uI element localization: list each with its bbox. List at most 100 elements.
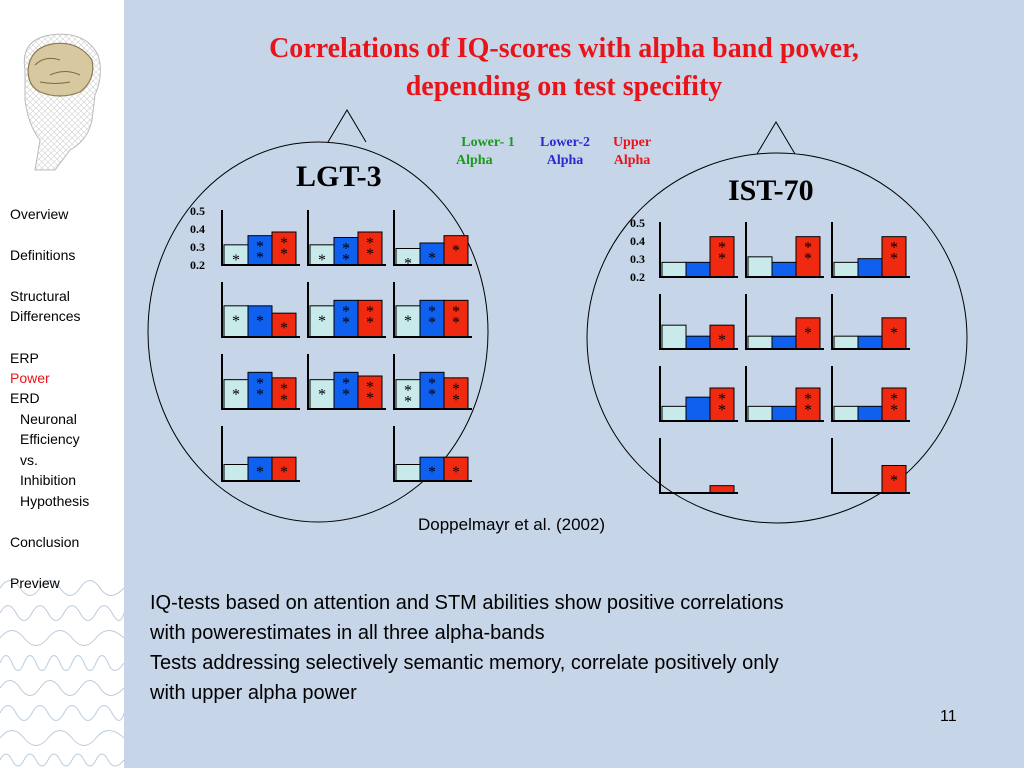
- significance-star: *: [366, 235, 374, 252]
- bar-upper: [357, 375, 383, 410]
- nav-erp[interactable]: ERP: [10, 350, 39, 366]
- nav-definitions[interactable]: Definitions: [10, 247, 76, 263]
- bar-lower1: [223, 305, 249, 338]
- significance-star: *: [342, 252, 350, 269]
- bar-lower2: [419, 299, 445, 338]
- bar-upper: [881, 236, 907, 278]
- chart-panel: [659, 438, 738, 494]
- chart-panel: **: [221, 426, 300, 482]
- panel-axes: [393, 282, 472, 338]
- bar-upper: [795, 236, 821, 278]
- bar-lower2: [333, 237, 359, 266]
- chart-panel: ***: [221, 282, 300, 338]
- citation: Doppelmayr et al. (2002): [418, 515, 606, 534]
- panel-axes: [831, 366, 910, 422]
- panel-axes: [745, 366, 824, 422]
- bar-lower1: [223, 379, 249, 410]
- nav-hypothesis[interactable]: Hypothesis: [20, 493, 90, 509]
- legend-lower2-line1: Lower-2: [539, 135, 591, 150]
- significance-star: *: [452, 314, 460, 331]
- nav-preview[interactable]: Preview: [10, 575, 60, 591]
- panel-axes: [393, 354, 472, 410]
- panel-axes: [393, 426, 472, 482]
- body-line3: Tests addressing selectively semantic me…: [150, 652, 779, 674]
- legend-lower1: Lower- 1 Alpha: [452, 134, 524, 170]
- panel-axes: [221, 282, 300, 338]
- significance-star: *: [342, 386, 350, 403]
- significance-star: *: [280, 320, 288, 337]
- bar-lower1: [661, 405, 687, 422]
- significance-star: *: [452, 243, 460, 260]
- significance-star: *: [256, 313, 264, 330]
- nav-differences[interactable]: Differences: [10, 308, 81, 324]
- significance-star: *: [256, 250, 264, 267]
- chart-panel: *****: [307, 282, 386, 338]
- legend-lower1-line1: Lower- 1: [461, 135, 515, 150]
- bar-lower2: [247, 235, 273, 266]
- body-line1: IQ-tests based on attention and STM abil…: [150, 592, 784, 614]
- significance-star: *: [452, 464, 460, 481]
- significance-star: *: [342, 303, 350, 320]
- significance-star: *: [804, 391, 812, 408]
- chart-panel: **: [745, 366, 824, 422]
- nav-power[interactable]: Power: [10, 370, 50, 386]
- bar-lower2: [857, 405, 883, 422]
- chart-panel: **: [831, 222, 910, 278]
- panel-axes: [659, 222, 738, 278]
- legend-lower1-line2: Alpha: [456, 153, 493, 168]
- significance-star: *: [256, 239, 264, 256]
- nav-inhibition[interactable]: Inhibition: [20, 472, 77, 488]
- significance-star: *: [890, 473, 898, 490]
- significance-star: *: [428, 464, 436, 481]
- significance-star: *: [718, 251, 726, 268]
- bar-upper: [357, 231, 383, 266]
- significance-star: *: [718, 332, 726, 349]
- nav-overview[interactable]: Overview: [10, 206, 69, 222]
- panel-axes: [745, 294, 824, 350]
- chart-panel: ***: [393, 210, 472, 273]
- right-tick-03: 0.3: [630, 252, 645, 266]
- eeg-wave-decoration: [0, 580, 124, 767]
- significance-star: *: [452, 381, 460, 398]
- chart-panel: *****: [307, 354, 386, 410]
- nav-conclusion[interactable]: Conclusion: [10, 534, 80, 550]
- panel-axes: [659, 294, 738, 350]
- chart-panel: *: [745, 294, 824, 350]
- significance-star: *: [428, 386, 436, 403]
- bar-lower2: [857, 335, 883, 350]
- panel-axes: [831, 294, 910, 350]
- brain-head-logo: [23, 33, 101, 171]
- panel-axes: [307, 282, 386, 338]
- nav-erd[interactable]: ERD: [10, 390, 40, 406]
- bar-lower2: [247, 305, 273, 338]
- significance-star: *: [232, 387, 240, 404]
- significance-star: *: [890, 391, 898, 408]
- nav-structural[interactable]: Structural: [10, 288, 70, 304]
- chart-panel: **: [659, 366, 738, 422]
- nav-efficiency[interactable]: Efficiency: [20, 431, 80, 447]
- bar-lower2: [685, 396, 711, 422]
- significance-star: *: [256, 464, 264, 481]
- significance-star: *: [280, 464, 288, 481]
- bar-lower1: [833, 405, 859, 422]
- chart-panel: *: [831, 438, 910, 494]
- panel-axes: [221, 354, 300, 410]
- bar-lower1: [661, 324, 687, 350]
- nav-neuronal[interactable]: Neuronal: [20, 411, 77, 427]
- panel-axes: [831, 438, 910, 494]
- right-axis-ticks: 0.5 0.4 0.3 0.2: [630, 214, 645, 286]
- bar-lower1: [747, 335, 773, 350]
- chart-panel: *****: [393, 282, 472, 338]
- slide-title: Correlations of IQ-scores with alpha ban…: [124, 30, 1004, 106]
- significance-star: *: [366, 390, 374, 407]
- bar-lower1: [661, 261, 687, 278]
- bar-lower2: [247, 371, 273, 410]
- nav-vs[interactable]: vs.: [20, 452, 38, 468]
- left-tick-02: 0.2: [190, 258, 205, 272]
- significance-star: *: [804, 251, 812, 268]
- chart-panel: **: [659, 222, 738, 278]
- significance-star: *: [718, 402, 726, 419]
- slide-title-line1: Correlations of IQ-scores with alpha ban…: [269, 33, 859, 64]
- right-tick-04: 0.4: [630, 234, 645, 248]
